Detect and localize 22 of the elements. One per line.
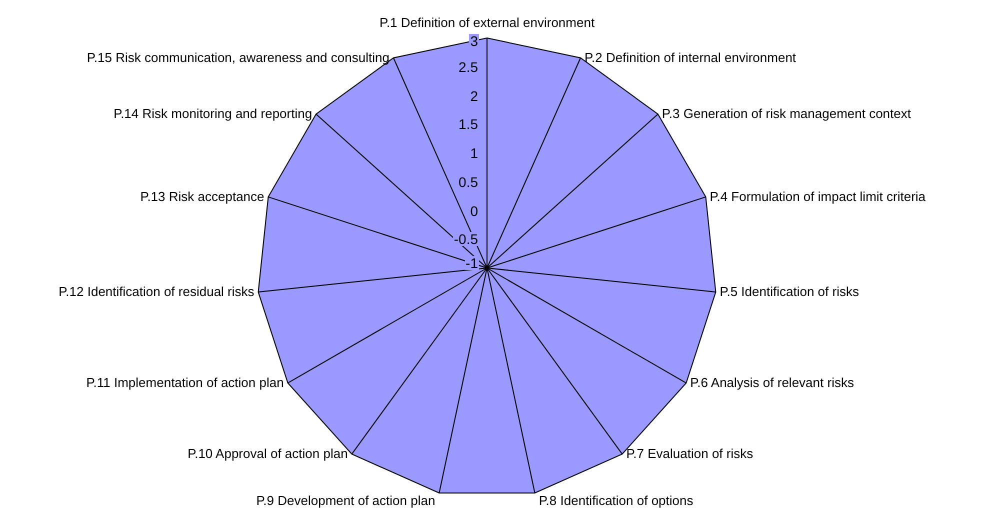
axis-tick-label: 0: [469, 204, 479, 218]
axis-label: P.9 Development of action plan: [256, 494, 436, 507]
axis-label: P.3 Generation of risk management context: [662, 107, 911, 120]
axis-label: P.8 Identification of options: [538, 494, 694, 507]
axis-tick-label: 2: [469, 88, 479, 102]
axis-label: P.4 Formulation of impact limit criteria: [710, 190, 926, 203]
axis-label: P.5 Identification of risks: [720, 285, 859, 298]
axis-label: P.10 Approval of action plan: [188, 447, 348, 460]
axis-label: P.12 Identification of residual risks: [58, 285, 254, 298]
axis-label: P.7 Evaluation of risks: [626, 447, 754, 460]
axis-tick-label: -1: [464, 256, 479, 270]
axis-tick-label: 3: [469, 34, 479, 48]
axis-tick-label: 1.5: [458, 117, 479, 132]
axis-tick-label: 1: [469, 146, 479, 160]
axis-label: P.14 Risk monitoring and reporting: [114, 107, 312, 120]
axis-label: P.6 Analysis of relevant risks: [690, 376, 854, 389]
axis-label: P.11 Implementation of action plan: [86, 376, 284, 389]
axis-label: P.13 Risk acceptance: [140, 190, 264, 203]
axis-label: P.15 Risk communication, awareness and consulting: [86, 50, 390, 64]
axis-tick-label: -0.5: [452, 232, 479, 246]
axis-label: P.1 Definition of external environment: [379, 16, 595, 29]
axis-label: P.2 Definition of internal environment: [584, 50, 796, 64]
